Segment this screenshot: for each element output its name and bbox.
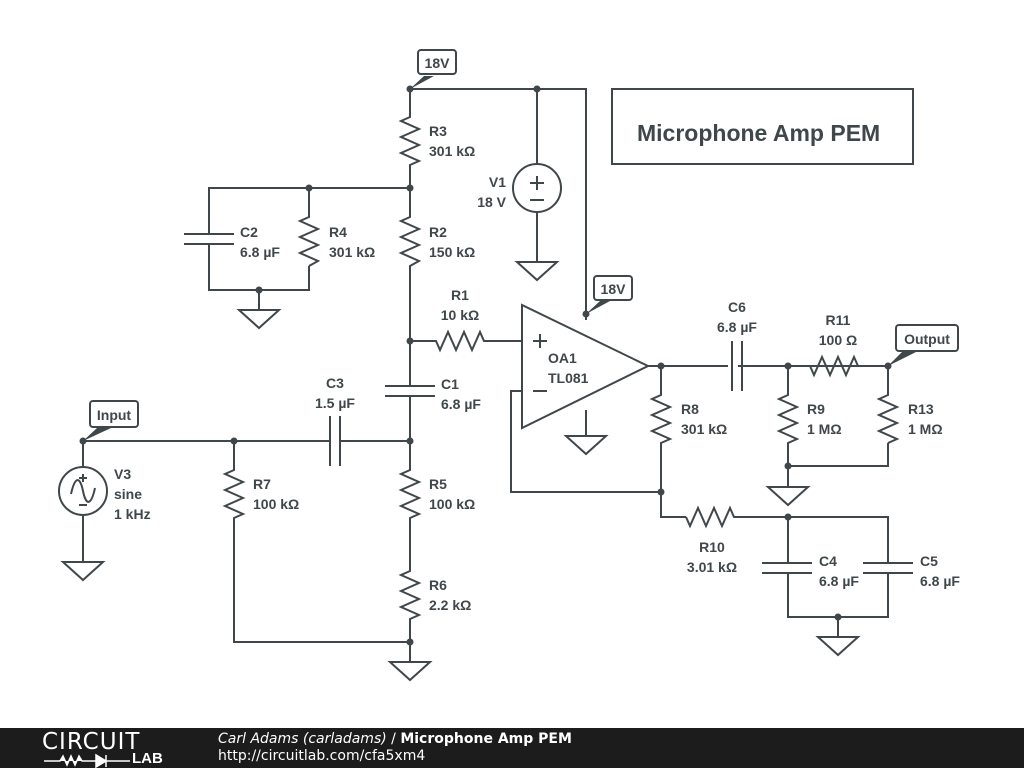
junction — [784, 462, 792, 470]
svg-text:1 MΩ: 1 MΩ — [908, 421, 943, 437]
net-label-18v-opamp[interactable]: 18V — [586, 275, 633, 314]
svg-text:R9: R9 — [807, 401, 825, 417]
resistor-r1[interactable]: R1 10 kΩ — [410, 287, 522, 353]
svg-text:C6: C6 — [728, 299, 746, 315]
credit-block: Carl Adams (carladams) / Microphone Amp … — [218, 731, 572, 765]
svg-text:1 MΩ: 1 MΩ — [807, 421, 842, 437]
ground-icon — [514, 261, 560, 282]
svg-text:6.8 µF: 6.8 µF — [240, 244, 280, 260]
author-link[interactable]: Carl Adams (carladams) — [218, 731, 387, 747]
svg-text:301 kΩ: 301 kΩ — [429, 143, 475, 159]
svg-text:10 kΩ: 10 kΩ — [441, 307, 479, 323]
resistor-r7[interactable]: R7 100 kΩ — [222, 441, 410, 643]
schematic-canvas: Microphone Amp PEM 18V R3 301 kΩ V1 18 V — [58, 49, 960, 682]
net-label-input[interactable]: Input — [83, 400, 139, 441]
svg-text:1.5 µF: 1.5 µF — [315, 395, 355, 411]
svg-text:C1: C1 — [441, 376, 459, 392]
svg-text:18V: 18V — [601, 281, 627, 297]
footer-bar: CIRCUIT LAB Carl Adams (carladams) / Mic… — [0, 728, 1024, 768]
svg-text:C2: C2 — [240, 224, 258, 240]
voltage-source-v1[interactable]: V1 18 V — [477, 163, 562, 262]
svg-text:R13: R13 — [908, 401, 934, 417]
svg-text:R4: R4 — [329, 224, 347, 240]
ground-icon — [765, 486, 811, 507]
footer-title: Microphone Amp PEM — [400, 731, 572, 747]
opamp-oa1[interactable]: OA1 TL081 — [521, 303, 651, 436]
capacitor-c3[interactable]: C3 1.5 µF — [315, 375, 355, 466]
svg-text:C5: C5 — [920, 553, 938, 569]
logo-text-circuit: CIRCUIT — [42, 729, 141, 755]
svg-text:6.8 µF: 6.8 µF — [819, 573, 859, 589]
ground-icon — [563, 435, 609, 456]
ground-icon — [236, 309, 282, 330]
svg-text:R10: R10 — [699, 539, 725, 555]
capacitor-c6[interactable]: C6 6.8 µF — [717, 299, 757, 391]
capacitor-c5[interactable]: C5 6.8 µF — [863, 553, 960, 589]
resistor-diode-icon — [44, 753, 130, 768]
svg-text:150 kΩ: 150 kΩ — [429, 244, 475, 260]
svg-text:R8: R8 — [681, 401, 699, 417]
ground-icon — [815, 636, 861, 657]
logo-text-lab: LAB — [132, 750, 163, 767]
circuitlab-logo[interactable]: CIRCUIT LAB — [42, 729, 182, 768]
svg-text:100 kΩ: 100 kΩ — [253, 496, 299, 512]
resistor-r10[interactable]: R10 3.01 kΩ — [685, 505, 889, 575]
resistor-r3[interactable]: R3 301 kΩ — [398, 112, 475, 188]
svg-text:18 V: 18 V — [477, 194, 506, 210]
svg-text:V3: V3 — [114, 466, 131, 482]
svg-text:TL081: TL081 — [548, 370, 589, 386]
svg-text:2.2 kΩ: 2.2 kΩ — [429, 597, 471, 613]
svg-text:3.01 kΩ: 3.01 kΩ — [687, 559, 737, 575]
svg-text:R5: R5 — [429, 476, 447, 492]
wire-top-rail — [409, 88, 587, 314]
separator: / — [386, 731, 401, 747]
resistor-r5[interactable]: R5 100 kΩ — [398, 441, 475, 566]
schematic-title: Microphone Amp PEM — [637, 120, 880, 146]
svg-text:R1: R1 — [451, 287, 469, 303]
resistor-r2[interactable]: R2 150 kΩ — [398, 188, 475, 341]
svg-text:OA1: OA1 — [548, 350, 577, 366]
junction — [305, 184, 313, 192]
svg-text:Input: Input — [97, 407, 132, 423]
svg-text:R3: R3 — [429, 123, 447, 139]
svg-text:6.8 µF: 6.8 µF — [717, 319, 757, 335]
svg-text:R11: R11 — [826, 312, 851, 328]
svg-text:C3: C3 — [326, 375, 344, 391]
wire-input — [82, 440, 410, 562]
svg-text:6.8 µF: 6.8 µF — [920, 573, 960, 589]
junction — [406, 638, 414, 646]
svg-text:V1: V1 — [489, 174, 506, 190]
ground-icon — [60, 561, 106, 582]
svg-text:6.8 µF: 6.8 µF — [441, 396, 481, 412]
title-block: Microphone Amp PEM — [611, 88, 914, 165]
svg-text:1 kHz: 1 kHz — [114, 506, 151, 522]
capacitor-c1[interactable]: C1 6.8 µF — [385, 341, 481, 441]
resistor-r4[interactable]: R4 301 kΩ — [297, 212, 375, 267]
schematic-url-link[interactable]: http://circuitlab.com/cfa5xm4 — [218, 748, 426, 764]
junction — [255, 286, 263, 294]
svg-text:100 Ω: 100 Ω — [819, 332, 857, 348]
svg-text:R6: R6 — [429, 577, 447, 593]
svg-text:100 kΩ: 100 kΩ — [429, 496, 475, 512]
resistor-r11[interactable]: R11 100 Ω — [809, 312, 859, 378]
svg-text:R2: R2 — [429, 224, 447, 240]
resistor-r8[interactable]: R8 301 kΩ — [649, 366, 727, 518]
resistor-r6[interactable]: R6 2.2 kΩ — [398, 566, 471, 662]
net-label-output[interactable]: Output — [888, 324, 959, 366]
svg-text:18V: 18V — [425, 55, 451, 71]
svg-text:301 kΩ: 301 kΩ — [329, 244, 375, 260]
capacitor-c4[interactable]: C4 6.8 µF — [762, 517, 889, 618]
svg-text:Output: Output — [904, 331, 950, 347]
junction — [533, 85, 541, 93]
svg-text:301 kΩ: 301 kΩ — [681, 421, 727, 437]
sine-source-v3[interactable]: V3 sine 1 kHz — [58, 466, 151, 522]
resistor-r9[interactable]: R9 1 MΩ — [776, 366, 889, 487]
capacitor-c2[interactable]: C2 6.8 µF — [184, 224, 280, 260]
resistor-r13[interactable]: R13 1 MΩ — [876, 366, 943, 444]
svg-text:sine: sine — [114, 486, 142, 502]
ground-icon — [387, 661, 433, 682]
net-label-18v-top[interactable]: 18V — [410, 49, 457, 89]
svg-text:R7: R7 — [253, 476, 271, 492]
svg-text:C4: C4 — [819, 553, 837, 569]
